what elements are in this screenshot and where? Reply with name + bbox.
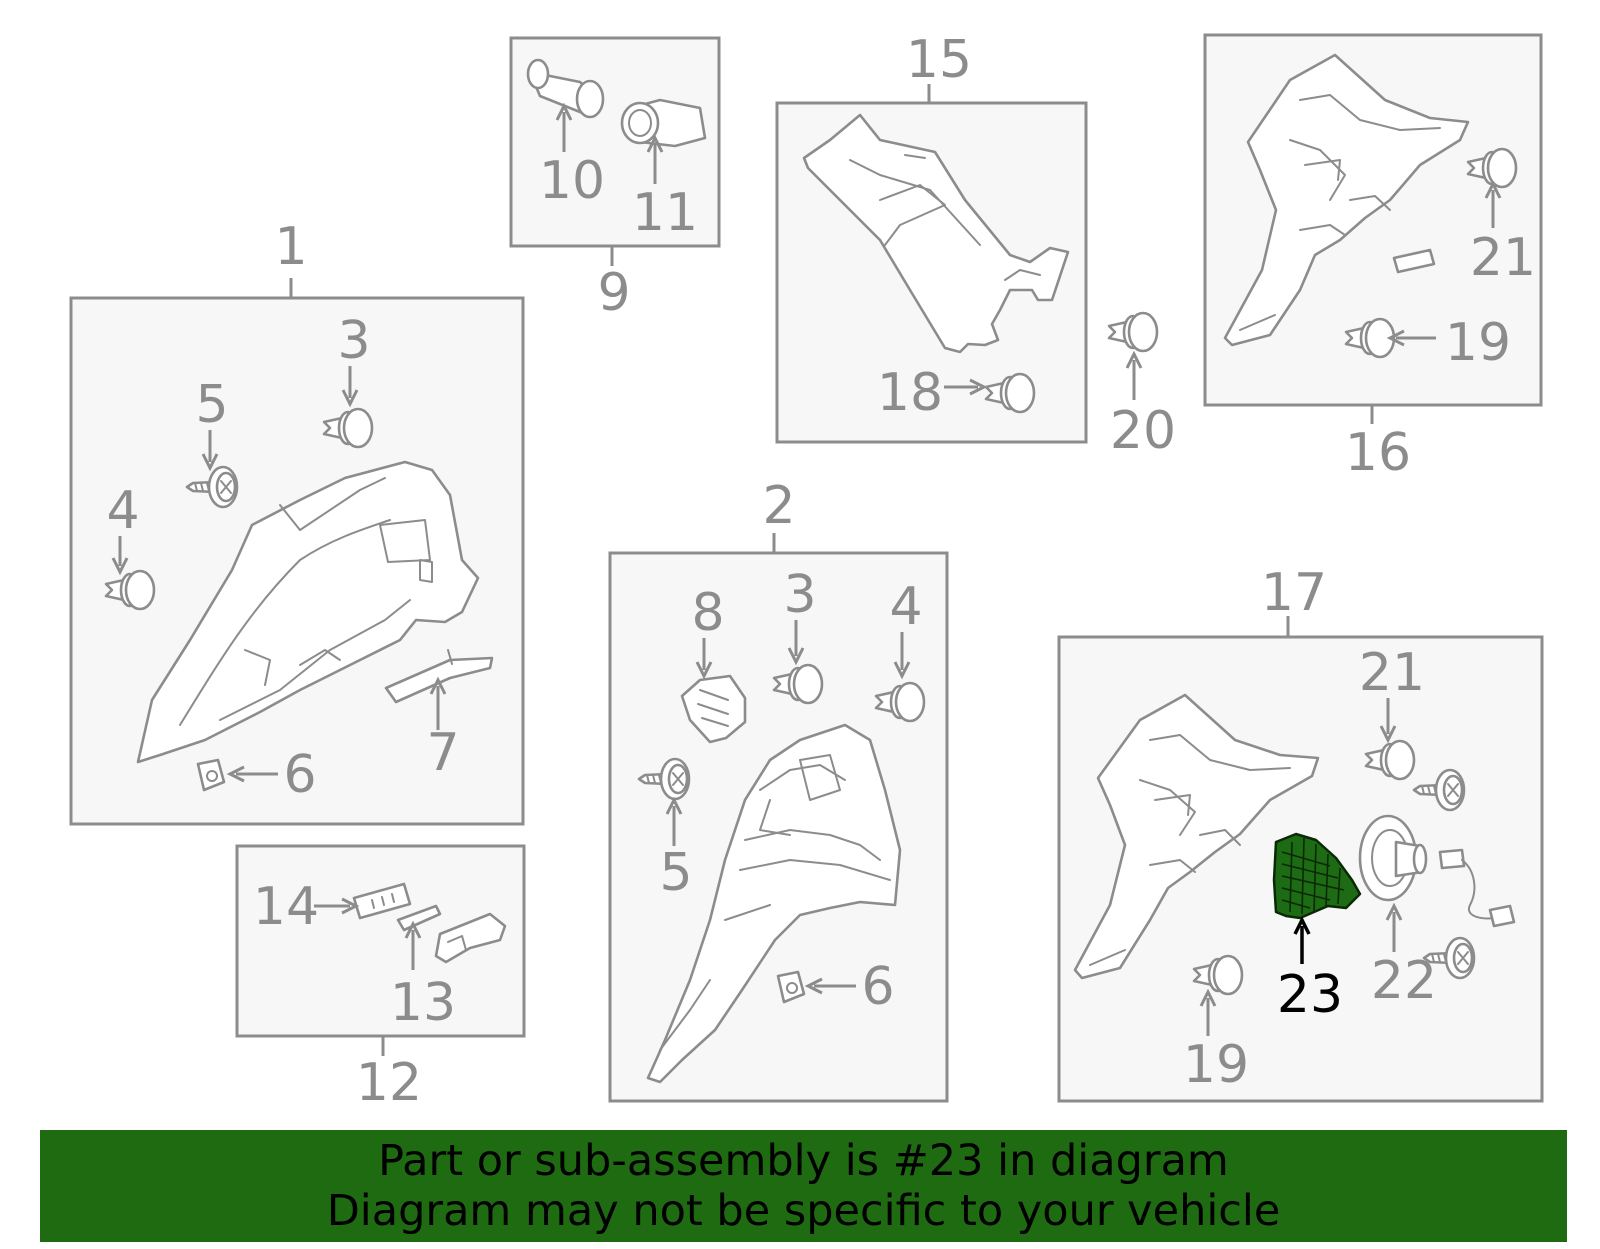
callout-12[interactable]: 12 bbox=[356, 1053, 422, 1113]
callout-4-box2[interactable]: 4 bbox=[889, 577, 922, 637]
small-clip-16 bbox=[1392, 248, 1436, 274]
assembly-2-group: 2 8 3 4 5 6 bbox=[608, 476, 949, 1103]
wire-harness bbox=[1438, 848, 1516, 928]
callout-23-highlighted[interactable]: 23 bbox=[1277, 965, 1343, 1025]
quarter-trim-panel-left bbox=[136, 460, 480, 764]
callout-1[interactable]: 1 bbox=[274, 217, 307, 277]
callout-21-box16[interactable]: 21 bbox=[1470, 228, 1536, 288]
assembly-12-group: 12 14 13 bbox=[235, 844, 526, 1113]
callout-14[interactable]: 14 bbox=[253, 877, 319, 937]
assembly-17-group: 17 bbox=[1057, 563, 1544, 1103]
callout-10[interactable]: 10 bbox=[539, 151, 605, 211]
callout-3-box1[interactable]: 3 bbox=[337, 311, 370, 371]
quarter-trim-panel-17 bbox=[1073, 693, 1320, 980]
callout-5-box2[interactable]: 5 bbox=[659, 843, 692, 903]
assembly-9-group: 9 10 11 bbox=[509, 36, 721, 323]
clip-20-group: 20 bbox=[1107, 311, 1176, 461]
banner-line-disclaimer: Diagram may not be specific to your vehi… bbox=[326, 1186, 1281, 1236]
callout-17[interactable]: 17 bbox=[1261, 563, 1327, 623]
callout-2[interactable]: 2 bbox=[762, 476, 795, 536]
callout-6-box2[interactable]: 6 bbox=[861, 957, 894, 1017]
assembly-15-group: 15 18 bbox=[775, 30, 1088, 444]
banner-line-part-number: Part or sub-assembly is #23 in diagram bbox=[378, 1136, 1229, 1186]
callout-5-box1[interactable]: 5 bbox=[195, 375, 228, 435]
pillar-trim-15 bbox=[802, 113, 1070, 354]
clip-20 bbox=[1107, 311, 1159, 353]
callout-19-box16[interactable]: 19 bbox=[1445, 313, 1511, 373]
cover-13 bbox=[396, 904, 442, 932]
callout-15[interactable]: 15 bbox=[906, 30, 972, 90]
callout-9[interactable]: 9 bbox=[597, 263, 630, 323]
info-banner: Part or sub-assembly is #23 in diagram D… bbox=[40, 1130, 1567, 1242]
callout-16[interactable]: 16 bbox=[1345, 423, 1411, 483]
assembly-16-group: 16 21 19 bbox=[1203, 33, 1543, 483]
callout-21-box17[interactable]: 21 bbox=[1359, 643, 1425, 703]
callout-7[interactable]: 7 bbox=[426, 723, 459, 783]
assembly-1-group: 1 3 5 4 6 7 bbox=[69, 217, 525, 826]
callout-20[interactable]: 20 bbox=[1110, 401, 1176, 461]
callout-11[interactable]: 11 bbox=[632, 183, 698, 243]
speaker-grille-23-highlighted[interactable] bbox=[1272, 832, 1362, 920]
callout-8[interactable]: 8 bbox=[691, 583, 724, 643]
callout-13[interactable]: 13 bbox=[390, 973, 456, 1033]
callout-19-box17[interactable]: 19 bbox=[1183, 1035, 1249, 1095]
power-socket-10 bbox=[526, 58, 605, 119]
socket-bezel-11 bbox=[620, 98, 707, 148]
speaker-22 bbox=[1358, 814, 1428, 902]
callout-4-box1[interactable]: 4 bbox=[106, 481, 139, 541]
callout-3-box2[interactable]: 3 bbox=[783, 565, 816, 625]
callout-18[interactable]: 18 bbox=[877, 363, 943, 423]
callout-22[interactable]: 22 bbox=[1371, 951, 1437, 1011]
callout-6-box1[interactable]: 6 bbox=[283, 745, 316, 805]
bracket-12-part bbox=[434, 912, 507, 964]
cover-8 bbox=[680, 674, 747, 744]
quarter-trim-panel-16 bbox=[1223, 53, 1470, 347]
quarter-trim-panel-2 bbox=[646, 723, 902, 1084]
switch-plate-14 bbox=[352, 882, 412, 920]
